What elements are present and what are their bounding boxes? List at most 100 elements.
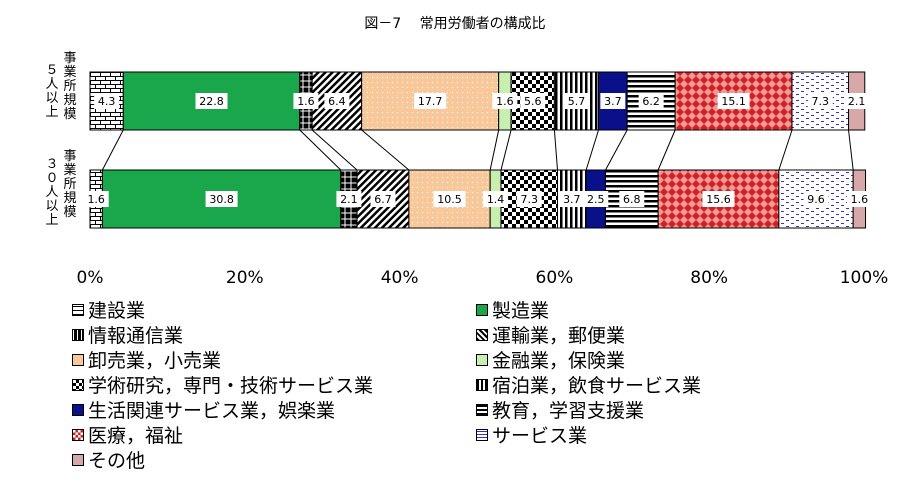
legend-item: 運輸業，郵便業: [476, 321, 625, 348]
data-label-bg: [583, 191, 609, 207]
connector-line: [553, 129, 558, 171]
data-label-bg: [293, 93, 319, 109]
chart-title: 図－7 常用労働者の構成比: [364, 16, 545, 32]
data-label: 6.4: [328, 95, 346, 108]
category-label: 以: [45, 199, 58, 214]
category-label: 上: [45, 105, 58, 120]
data-label: 5.7: [568, 95, 586, 108]
legend-swatch: [476, 353, 488, 366]
data-label: 6.8: [623, 193, 641, 206]
connector-line: [585, 129, 599, 171]
data-label-bg: [702, 191, 735, 207]
data-label: 2.1: [340, 193, 358, 206]
data-label: 17.7: [418, 95, 443, 108]
data-label-bg: [638, 93, 664, 109]
category-label: 規: [63, 191, 76, 206]
legend-item: 金融業，保険業: [476, 346, 625, 373]
data-label-bg: [516, 191, 542, 207]
legend-item: 生活関連サービス業，娯楽業: [72, 396, 335, 423]
legend-label: 情報通信業: [88, 325, 184, 347]
category-label: 業: [63, 162, 76, 178]
data-label-bg: [205, 191, 238, 207]
data-label-bg: [195, 93, 228, 109]
connector-line: [657, 129, 676, 171]
category-label: ３: [45, 157, 58, 172]
data-label: 30.8: [209, 193, 234, 206]
data-label-bg: [803, 191, 829, 207]
legend-item: 情報通信業: [72, 321, 183, 348]
data-label: 15.6: [706, 193, 731, 206]
data-label: 3.7: [604, 95, 622, 108]
data-label: 15.1: [721, 95, 746, 108]
legend-swatch: [476, 378, 488, 391]
data-label: 22.8: [199, 95, 224, 108]
legend-swatch: [476, 328, 488, 341]
data-label-bg: [324, 93, 350, 109]
legend-item: 製造業: [476, 296, 549, 323]
data-label-bg: [492, 93, 518, 109]
data-label: 7.3: [520, 193, 538, 206]
legend-swatch: [72, 428, 84, 441]
data-label: 1.6: [851, 193, 869, 206]
legend-item: 卸売業，小売業: [72, 346, 221, 373]
data-label: 7.3: [812, 95, 830, 108]
x-tick-label: 80%: [690, 268, 728, 288]
category-label: 業: [63, 64, 76, 80]
category-label: ５: [45, 63, 58, 78]
data-label: 2.5: [587, 193, 605, 206]
legend-label: 医療，福祉: [88, 425, 184, 447]
data-label: 2.1: [848, 95, 866, 108]
data-label-bg: [559, 191, 585, 207]
connector-line: [848, 129, 854, 171]
x-tick-label: 100%: [840, 268, 889, 288]
legend-item: 学術研究，専門・技術サービス業: [72, 371, 373, 398]
connector-line: [500, 129, 512, 171]
data-label-bg: [563, 93, 589, 109]
legend-swatch: [476, 403, 488, 416]
legend-swatch: [72, 353, 84, 366]
data-label-bg: [600, 93, 626, 109]
data-label-bg: [370, 191, 396, 207]
category-label: 人: [45, 185, 58, 200]
data-label: 3.7: [563, 193, 581, 206]
legend-swatch: [72, 303, 84, 316]
connector-line: [489, 129, 500, 171]
legend-item: その他: [72, 446, 145, 473]
legend-label: 金融業，保険業: [492, 350, 626, 372]
data-label-bg: [433, 191, 466, 207]
legend-label: 製造業: [492, 300, 550, 322]
data-label: 5.6: [524, 95, 542, 108]
legend-swatch: [72, 453, 84, 466]
data-label-bg: [336, 191, 362, 207]
legend-item: 教育，学習支援業: [476, 396, 644, 423]
x-tick-label: 20%: [226, 268, 264, 288]
legend-label: 生活関連サービス業，娯楽業: [88, 400, 336, 422]
legend-label: 教育，学習支援業: [492, 400, 645, 422]
connector-line: [605, 129, 628, 171]
legend-swatch: [72, 328, 84, 341]
x-tick-label: 0%: [77, 268, 104, 288]
data-label: 1.6: [297, 95, 315, 108]
category-label: 以: [45, 91, 58, 106]
category-label: ０: [45, 171, 58, 186]
category-label: 上: [45, 213, 58, 228]
legend-label: サービス業: [492, 425, 588, 447]
legend-swatch: [476, 428, 488, 441]
legend-label: 卸売業，小売業: [88, 350, 222, 372]
x-tick-label: 40%: [381, 268, 419, 288]
legend-label: 運輸業，郵便業: [492, 325, 626, 347]
data-label: 6.2: [642, 95, 660, 108]
legend-label: 建設業: [88, 300, 146, 322]
legend-item: サービス業: [476, 421, 587, 448]
data-label-bg: [94, 93, 120, 109]
data-label: 1.6: [496, 95, 514, 108]
connector-line: [101, 129, 124, 171]
data-label-bg: [83, 191, 109, 207]
data-label-bg: [619, 191, 645, 207]
connector-line: [299, 129, 342, 171]
data-label: 1.6: [87, 193, 105, 206]
legend-item: 医療，福祉: [72, 421, 183, 448]
legend-item: 建設業: [72, 296, 145, 323]
legend-swatch: [72, 403, 84, 416]
data-label: 9.6: [807, 193, 825, 206]
